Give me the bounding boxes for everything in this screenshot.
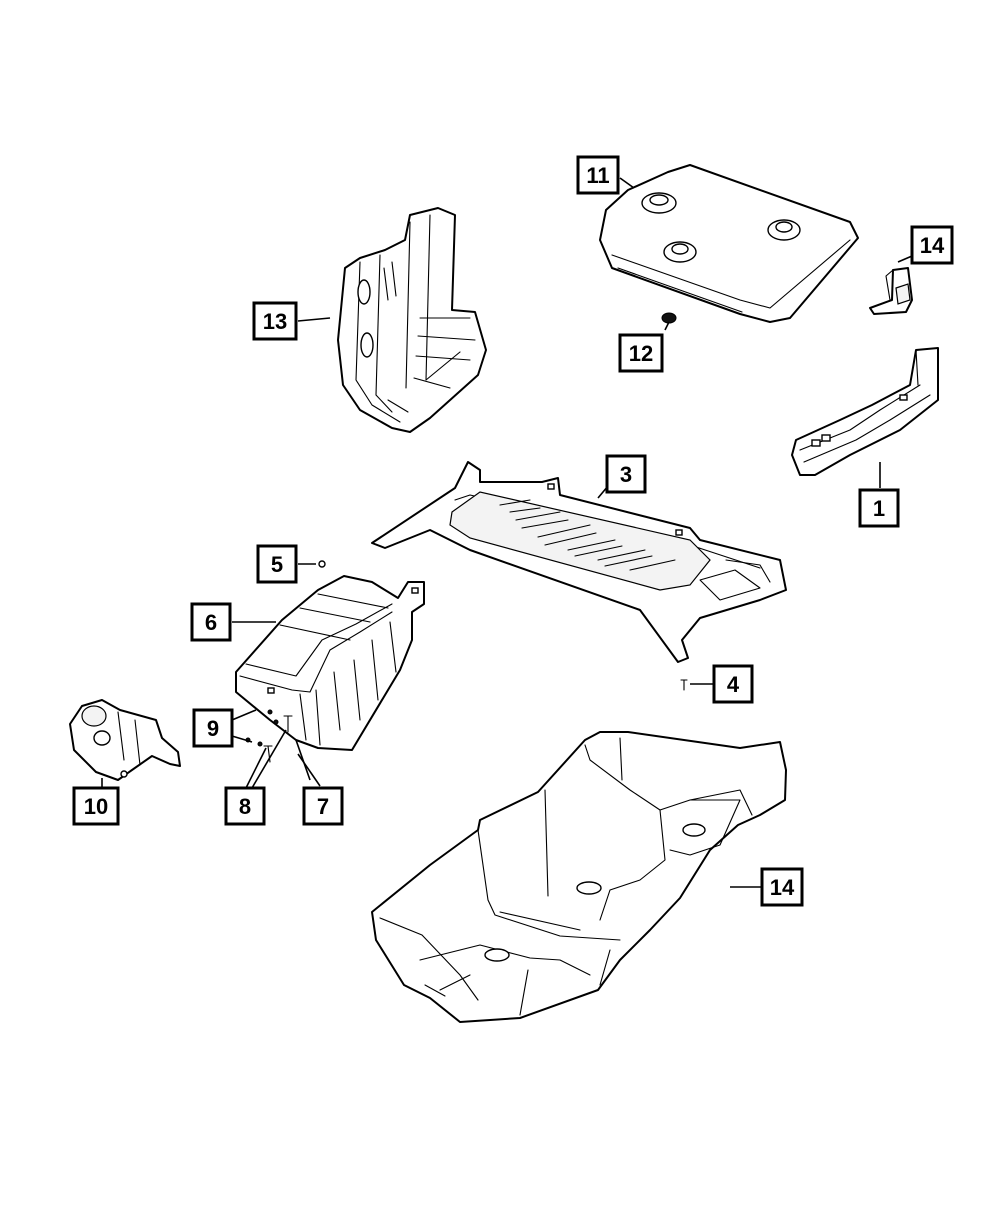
callout-7-label: 7 xyxy=(317,794,329,819)
callout-13: 13 xyxy=(252,301,298,341)
callout-11-label: 11 xyxy=(586,163,609,188)
callout-14-top-label: 14 xyxy=(920,233,945,258)
callout-5: 5 xyxy=(256,544,298,584)
callout-8: 8 xyxy=(224,786,266,826)
part-12-grommet xyxy=(661,312,677,324)
callout-9-label: 9 xyxy=(207,716,219,741)
callout-10: 10 xyxy=(72,786,120,826)
callout-14-bottom: 14 xyxy=(760,867,804,907)
callout-1-label: 1 xyxy=(873,496,885,521)
part-5-nut xyxy=(318,560,326,568)
part-13-shield xyxy=(337,207,487,433)
callout-4: 4 xyxy=(712,664,754,704)
callout-14-bottom-label: 14 xyxy=(770,875,795,900)
callout-6: 6 xyxy=(190,602,232,642)
callout-1: 1 xyxy=(858,488,900,528)
callout-14-top: 14 xyxy=(910,225,954,265)
part-14-tank-skid xyxy=(371,731,787,1023)
callout-12: 12 xyxy=(618,333,664,373)
fasteners-7-8-9 xyxy=(245,709,293,763)
callout-9: 9 xyxy=(192,708,234,748)
callout-6-label: 6 xyxy=(205,610,217,635)
part-4-bolt xyxy=(680,679,688,691)
callout-3-label: 3 xyxy=(620,462,632,487)
part-11-panel xyxy=(599,164,859,323)
part-6-heat-shield xyxy=(235,575,425,751)
callout-13-label: 13 xyxy=(263,309,287,334)
callout-10-label: 10 xyxy=(84,794,108,819)
callout-7: 7 xyxy=(302,786,344,826)
callout-4-label: 4 xyxy=(727,672,740,697)
callout-5-label: 5 xyxy=(271,552,283,577)
callout-8-label: 8 xyxy=(239,794,251,819)
part-3-skid-plate xyxy=(371,461,787,663)
part-10-hanger xyxy=(69,699,181,781)
callout-11: 11 xyxy=(576,155,620,195)
callout-12-label: 12 xyxy=(629,341,653,366)
callout-3: 3 xyxy=(605,454,647,494)
part-14-bracket-small xyxy=(869,267,913,315)
part-1-bracket xyxy=(791,347,939,476)
